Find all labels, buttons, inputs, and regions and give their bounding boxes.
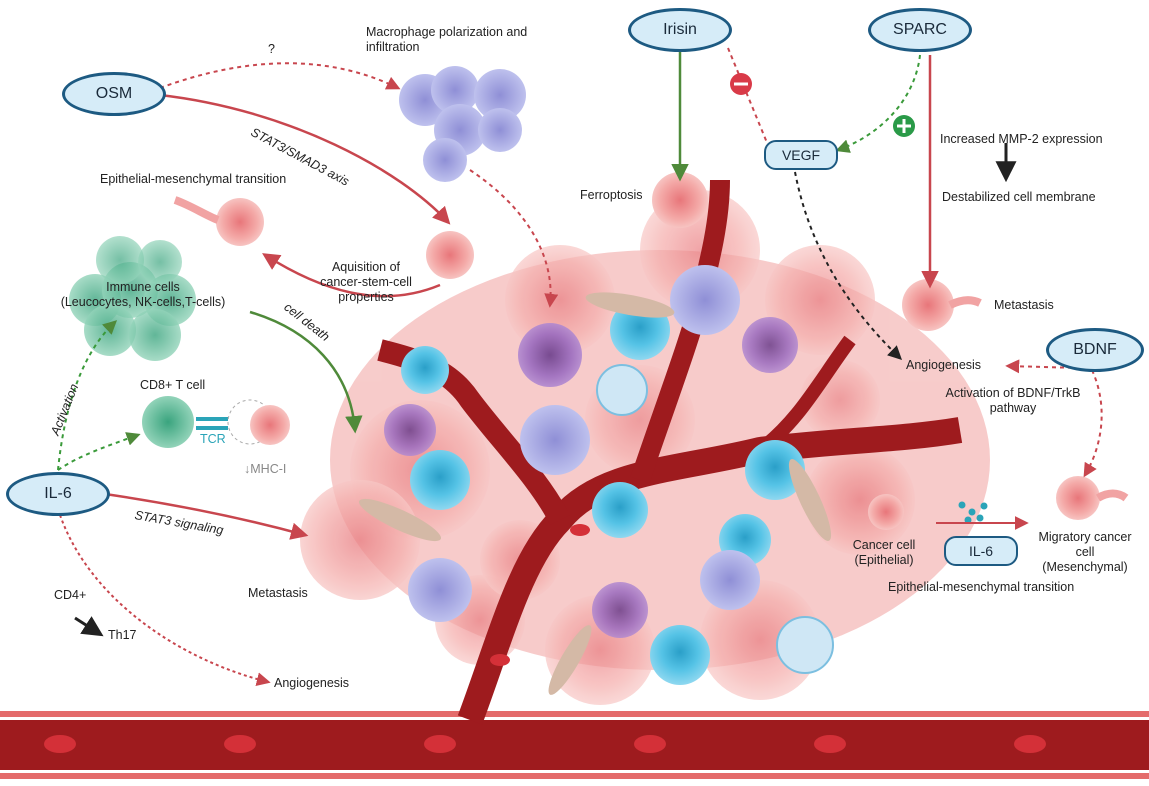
- bdnf-node: BDNF: [1046, 328, 1144, 372]
- migratory-label: Migratory cancer cell (Mesenchymal): [1038, 530, 1132, 574]
- promotion-icon: [893, 115, 915, 137]
- blood-vessel: [0, 179, 1149, 779]
- destabilized-label: Destabilized cell membrane: [942, 190, 1096, 204]
- angiogenesis-right-label: Angiogenesis: [906, 358, 982, 372]
- cancer-cell-icons: [173, 172, 1129, 530]
- immune-cells-cluster: [69, 236, 196, 361]
- bdnf-label: BDNF: [1073, 341, 1117, 358]
- il6-molecules-icon: [958, 501, 988, 524]
- macrophage-label: Macrophage polarization and infiltration: [366, 25, 528, 54]
- angiogenesis-bottom-label: Angiogenesis: [274, 676, 350, 690]
- il6-small-label: IL-6: [968, 543, 994, 559]
- tumor-immune-cells: [358, 265, 834, 695]
- tcr-label: TCR: [200, 432, 226, 446]
- il6-node: IL-6: [6, 472, 110, 516]
- ferroptosis-label: Ferroptosis: [580, 188, 643, 202]
- mhc-label: ↓MHC-I: [244, 462, 287, 476]
- sparc-node: SPARC: [868, 8, 972, 52]
- cancer-cell-label: Cancer cell (Epithelial): [852, 538, 916, 567]
- irisin-label: Irisin: [663, 21, 697, 38]
- vegf-label: VEGF: [781, 147, 821, 163]
- osm-label: OSM: [95, 85, 133, 102]
- vegf-node: VEGF: [764, 140, 838, 170]
- metastasis-right-label: Metastasis: [994, 298, 1054, 312]
- osm-node: OSM: [62, 72, 166, 116]
- cd4-label: CD4+: [54, 588, 87, 602]
- acquisition-label: Aquisition of cancer-stem-cell propertie…: [320, 260, 412, 304]
- il6-label: IL-6: [44, 485, 72, 502]
- th17-label: Th17: [108, 628, 137, 642]
- macrophage-cluster: [399, 66, 526, 182]
- irisin-node: Irisin: [628, 8, 732, 52]
- emt-bottom-label: Epithelial-mesenchymal transition: [888, 580, 1075, 594]
- cd8-label: CD8+ T cell: [140, 378, 206, 392]
- cd8-t-cell-icon: [142, 396, 290, 448]
- mmp2-label: Increased MMP-2 expression: [940, 132, 1103, 146]
- il6-small-node: IL-6: [944, 536, 1018, 566]
- immune-cells-label: Immune cells (Leucocytes, NK-cells,T-cel…: [60, 280, 226, 309]
- arrows: [57, 47, 1103, 687]
- emt-top-label: Epithelial-mesenchymal transition: [100, 172, 287, 186]
- question-label: ?: [268, 42, 275, 56]
- bdnf-pathway-label: Activation of BDNF/TrkB pathway: [945, 386, 1081, 415]
- sparc-label: SPARC: [893, 21, 947, 38]
- inhibition-icon: [730, 73, 752, 95]
- metastasis-left-label: Metastasis: [248, 586, 308, 600]
